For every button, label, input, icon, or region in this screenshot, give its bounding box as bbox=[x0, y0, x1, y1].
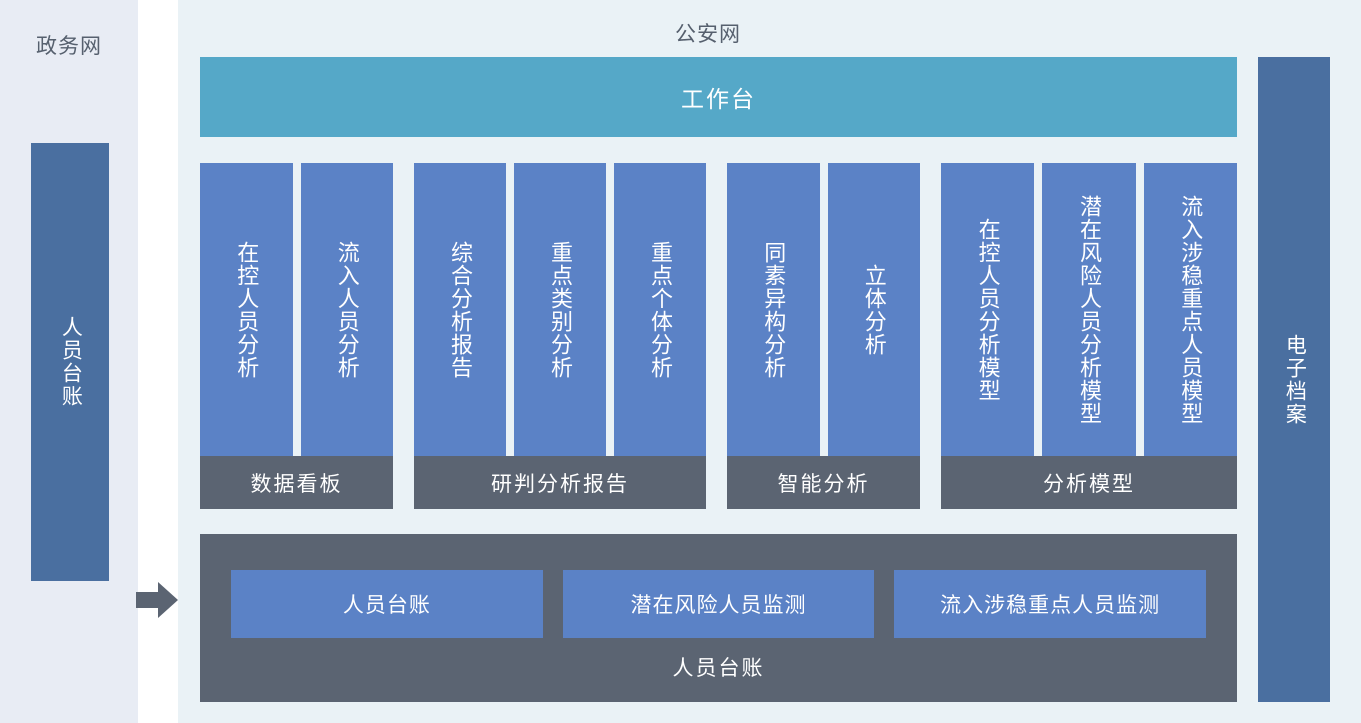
personnel-ledger-source-label: 人员台账 bbox=[59, 316, 83, 408]
group-label-text: 数据看板 bbox=[250, 472, 343, 496]
column-module[interactable]: 流入人员分析 bbox=[300, 163, 393, 456]
group-data-dashboard: 在控人员分析 流入人员分析 数据看板 bbox=[200, 163, 393, 509]
ledger-panel-label-text: 人员台账 bbox=[672, 657, 765, 680]
group-analysis-model: 在控人员分析模型 潜在风险人员分析模型 流入涉稳重点人员模型 分析模型 bbox=[941, 163, 1237, 509]
column-module[interactable]: 重点类别分析 bbox=[514, 163, 606, 456]
ledger-card[interactable]: 潜在风险人员监测 bbox=[562, 570, 875, 638]
personnel-ledger-panel: 人员台账 潜在风险人员监测 流入涉稳重点人员监测 人员台账 bbox=[200, 534, 1237, 702]
column-label: 在控人员分析 bbox=[234, 240, 260, 379]
column-label: 综合分析报告 bbox=[447, 240, 473, 379]
group-label-text: 智能分析 bbox=[777, 472, 870, 496]
group-label-bar: 分析模型 bbox=[941, 456, 1237, 509]
column-label: 同素异构分析 bbox=[761, 240, 787, 379]
police-network-zone: 公安网 工作台 在控人员分析 流入人员分析 数据看板 bbox=[178, 0, 1361, 723]
group-columns: 在控人员分析 流入人员分析 bbox=[200, 163, 393, 456]
ledger-cards: 人员台账 潜在风险人员监测 流入涉稳重点人员监测 bbox=[231, 570, 1207, 638]
workbench-bar[interactable]: 工作台 bbox=[200, 57, 1237, 137]
group-analysis-report: 综合分析报告 重点类别分析 重点个体分析 研判分析报告 bbox=[414, 163, 706, 509]
column-label: 重点个体分析 bbox=[647, 240, 673, 379]
ledger-card-label: 流入涉稳重点人员监测 bbox=[940, 594, 1161, 617]
ledger-card-label: 潜在风险人员监测 bbox=[630, 594, 807, 617]
government-network-zone: 政务网 人员台账 bbox=[0, 0, 138, 723]
column-label: 重点类别分析 bbox=[547, 240, 573, 379]
flow-arrow bbox=[136, 580, 178, 620]
group-label-text: 分析模型 bbox=[1043, 472, 1135, 496]
group-label-bar: 智能分析 bbox=[727, 456, 920, 509]
column-label: 立体分析 bbox=[861, 263, 887, 356]
column-label: 流入涉稳重点人员模型 bbox=[1178, 194, 1204, 425]
column-module[interactable]: 综合分析报告 bbox=[414, 163, 506, 456]
personnel-ledger-source-panel[interactable]: 人员台账 bbox=[31, 143, 109, 581]
group-intelligent-analysis: 同素异构分析 立体分析 智能分析 bbox=[727, 163, 920, 509]
right-arrow-icon bbox=[136, 582, 178, 618]
government-network-title: 政务网 bbox=[36, 35, 102, 58]
column-module[interactable]: 立体分析 bbox=[827, 163, 920, 456]
column-module[interactable]: 潜在风险人员分析模型 bbox=[1042, 163, 1136, 456]
column-label: 在控人员分析模型 bbox=[975, 217, 1001, 402]
column-label: 潜在风险人员分析模型 bbox=[1076, 194, 1102, 425]
column-label: 流入人员分析 bbox=[334, 240, 360, 379]
column-module[interactable]: 重点个体分析 bbox=[614, 163, 706, 456]
column-module[interactable]: 流入涉稳重点人员模型 bbox=[1143, 163, 1237, 456]
column-module[interactable]: 同素异构分析 bbox=[727, 163, 820, 456]
ledger-card[interactable]: 流入涉稳重点人员监测 bbox=[894, 570, 1207, 638]
ledger-card[interactable]: 人员台账 bbox=[231, 570, 543, 638]
group-label-text: 研判分析报告 bbox=[491, 472, 629, 496]
electronic-archive-panel[interactable]: 电子档案 bbox=[1258, 57, 1330, 702]
module-groups: 在控人员分析 流入人员分析 数据看板 综合分析报告 重点类别 bbox=[200, 163, 1237, 509]
group-label-bar: 数据看板 bbox=[200, 456, 393, 509]
group-label-bar: 研判分析报告 bbox=[414, 456, 706, 509]
column-module[interactable]: 在控人员分析模型 bbox=[941, 163, 1035, 456]
group-columns: 同素异构分析 立体分析 bbox=[727, 163, 920, 456]
electronic-archive-label: 电子档案 bbox=[1283, 333, 1307, 426]
column-module[interactable]: 在控人员分析 bbox=[200, 163, 293, 456]
group-columns: 综合分析报告 重点类别分析 重点个体分析 bbox=[414, 163, 706, 456]
ledger-card-label: 人员台账 bbox=[342, 594, 431, 617]
workbench-label: 工作台 bbox=[681, 86, 756, 112]
ledger-panel-label: 人员台账 bbox=[200, 652, 1237, 682]
police-network-title: 公安网 bbox=[675, 23, 741, 46]
group-columns: 在控人员分析模型 潜在风险人员分析模型 流入涉稳重点人员模型 bbox=[941, 163, 1237, 456]
